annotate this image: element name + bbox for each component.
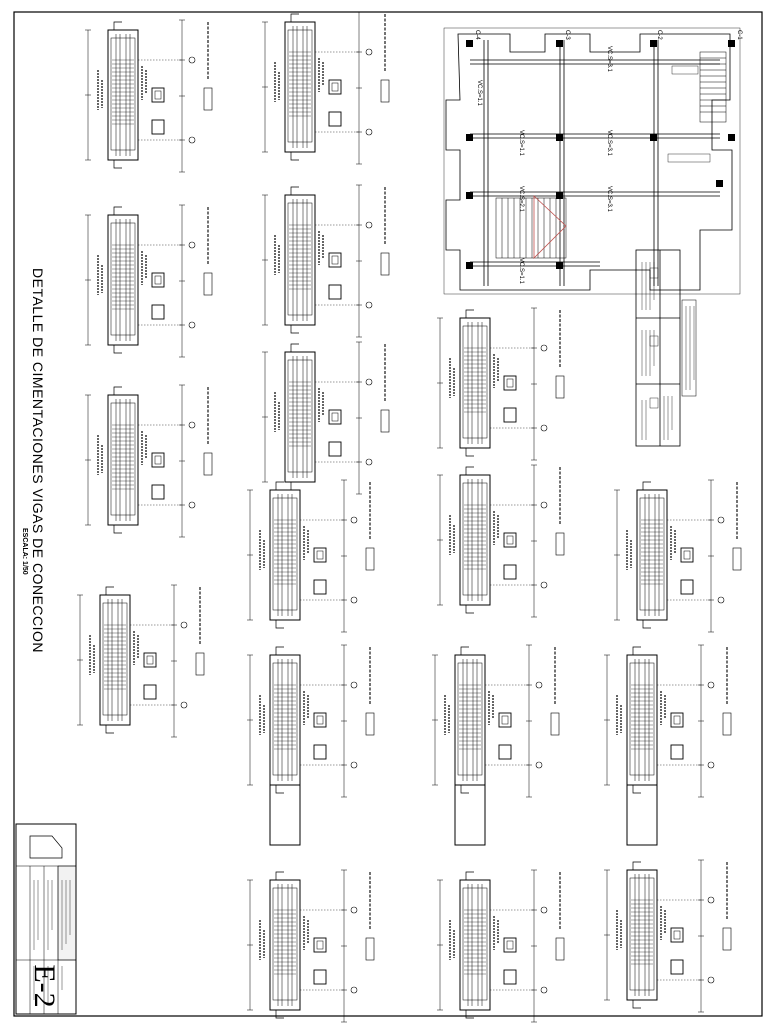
long-beam-outlines (269, 654, 658, 846)
plan-beam-label: VC.S=1.1 (518, 130, 524, 156)
beam-detail-col3-1 (436, 307, 565, 461)
plan-column-label: C-2 (656, 30, 662, 40)
sheet-number: E-2 (28, 964, 61, 1008)
plan-column-label: C-1 (736, 30, 742, 40)
beam-detail-col3-4 (436, 869, 565, 1023)
plan-beam-label: VC.S=1.1 (476, 80, 482, 106)
title-block (15, 823, 77, 1015)
beam-detail-col4-3 (603, 859, 732, 1013)
drawing-title: DETALLE DE CIMENTACIONES VIGAS DE CONECC… (30, 268, 46, 654)
drawing-scale: ESCALA: 1/50 (21, 528, 28, 575)
beam-detail-col2-1 (261, 11, 390, 165)
beam-detail-col2-5 (246, 644, 375, 798)
beam-detail-col1-1 (84, 19, 213, 173)
plan-beam-label: VC.S=2.1 (518, 186, 524, 212)
plan-beam-label: VC.S=3.1 (606, 130, 612, 156)
plan-column-label: C-3 (564, 30, 570, 40)
plan-beam-label: VC.S=3.1 (606, 186, 612, 212)
plan-beam-label: VC.S=3.1 (606, 46, 612, 72)
beam-detail-col4-2 (603, 644, 732, 798)
plan-column-label: C-4 (474, 30, 480, 40)
plan-beam-label: VC.S=1.1 (518, 258, 524, 284)
foundation-plan (443, 27, 741, 295)
beam-detail-col2-6 (246, 869, 375, 1023)
beam-detail-col1-3 (84, 384, 213, 538)
beam-detail-col2-2 (261, 184, 390, 338)
beam-detail-col2-4 (246, 479, 375, 633)
beam-detail-col3-2 (436, 464, 565, 618)
beam-detail-col2-3 (261, 341, 390, 495)
sheet-border (13, 11, 763, 1017)
beam-detail-col1-4 (76, 584, 205, 738)
beam-detail-col3-3 (431, 644, 560, 798)
beam-schedule-table (635, 249, 697, 447)
beam-detail-col4-1 (613, 479, 742, 633)
beam-detail-col1-2 (84, 204, 213, 358)
